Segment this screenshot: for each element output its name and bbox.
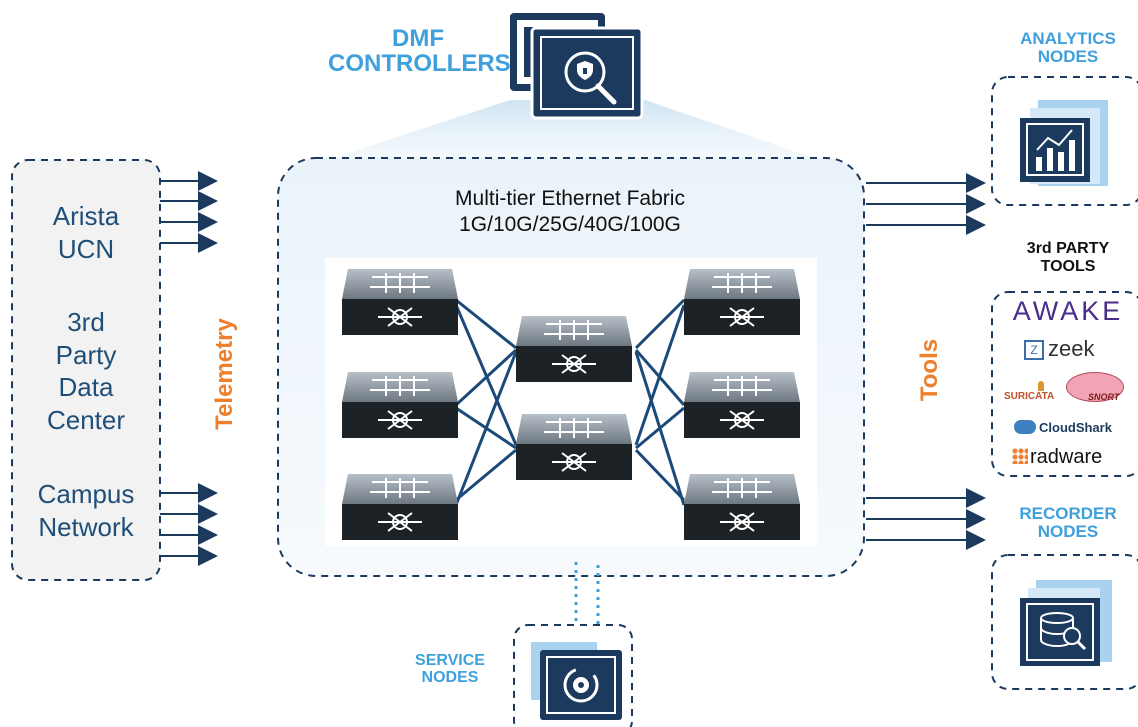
network-switch-icon	[342, 474, 458, 540]
telemetry-label: Telemetry	[211, 318, 238, 430]
service-title: SERVICE NODES	[400, 652, 500, 687]
fabric-title-line1: Multi-tier Ethernet Fabric	[455, 187, 685, 210]
cloudshark-logo: CloudShark	[1014, 420, 1138, 435]
source-arista-label: Arista	[52, 201, 120, 231]
awake-logo: AWAKE	[1012, 296, 1124, 326]
network-switch-icon	[684, 474, 800, 540]
recorder-title-line2: NODES	[1037, 521, 1099, 541]
bar-chart-icon	[1020, 100, 1108, 186]
zeek-label: zeek	[1048, 336, 1095, 361]
source-campus-network: Campus Network	[26, 478, 146, 543]
network-switch-icon	[684, 269, 800, 335]
gear-refresh-icon	[531, 642, 622, 720]
network-switch-icon	[342, 269, 458, 335]
tool-arrows	[866, 173, 986, 550]
source-party-label: Party	[55, 339, 117, 370]
source-arista-ucn: Arista UCN	[26, 200, 146, 265]
controller-projection-cone	[290, 100, 855, 172]
radware-logo: radware	[1012, 446, 1136, 469]
snort-pig-icon	[1066, 372, 1124, 402]
network-switch-icon	[684, 372, 800, 438]
suricata-icon	[1038, 381, 1044, 391]
source-third-party-dc: 3rd Party Data Center	[26, 306, 146, 436]
network-switch-icon	[516, 316, 632, 382]
fabric-title: Multi-tier Ethernet Fabric 1G/10G/25G/40…	[330, 186, 810, 239]
service-links	[574, 562, 600, 625]
source-center-label: Center	[46, 404, 126, 435]
recorder-title-line1: RECORDER	[1019, 504, 1117, 523]
service-title-line2: NODES	[421, 668, 479, 686]
service-title-line1: SERVICE	[415, 652, 485, 669]
controllers-title-line2: CONTROLLERS	[328, 50, 511, 78]
cloudshark-icon	[1014, 420, 1036, 434]
suricata-logo: SURICATA	[1004, 381, 1064, 402]
network-switch-icon	[342, 372, 458, 438]
snort-logo: SNORT	[1062, 372, 1132, 404]
fabric-links	[454, 298, 686, 506]
radware-label: radware	[1030, 446, 1103, 468]
source-ucn-label: UCN	[57, 233, 115, 264]
source-campus-label: Campus	[37, 479, 135, 509]
controllers-title-line1: DMF	[392, 25, 444, 52]
recorder-title: RECORDER NODES	[1000, 505, 1136, 541]
snort-label: SNORT	[1088, 392, 1120, 402]
fabric-title-line2: 1G/10G/25G/40G/100G	[459, 213, 681, 237]
database-search-icon	[1020, 580, 1112, 666]
sources-box	[11, 159, 161, 581]
suricata-label: SURICATA	[1004, 391, 1055, 402]
zeek-icon: Z	[1024, 340, 1044, 360]
analytics-title: ANALYTICS NODES	[1000, 30, 1136, 66]
source-3rd-label: 3rd	[67, 307, 105, 337]
tools-title-line2: TOOLS	[1040, 258, 1096, 276]
source-network-label: Network	[38, 511, 134, 542]
radware-icon	[1012, 448, 1028, 464]
tools-label: Tools	[916, 338, 943, 402]
telemetry-arrows	[160, 171, 218, 566]
tools-title-line1: 3rd PARTY	[1026, 240, 1110, 257]
analytics-title-line2: NODES	[1037, 46, 1099, 66]
analytics-title-line1: ANALYTICS	[1020, 29, 1116, 48]
source-data-label: Data	[58, 372, 114, 402]
controller-icon	[510, 13, 644, 120]
cloudshark-label: CloudShark	[1039, 420, 1112, 435]
network-switch-icon	[516, 414, 632, 480]
controllers-title: DMF CONTROLLERS	[328, 25, 511, 78]
third-party-tools-title: 3rd PARTY TOOLS	[1000, 240, 1136, 277]
